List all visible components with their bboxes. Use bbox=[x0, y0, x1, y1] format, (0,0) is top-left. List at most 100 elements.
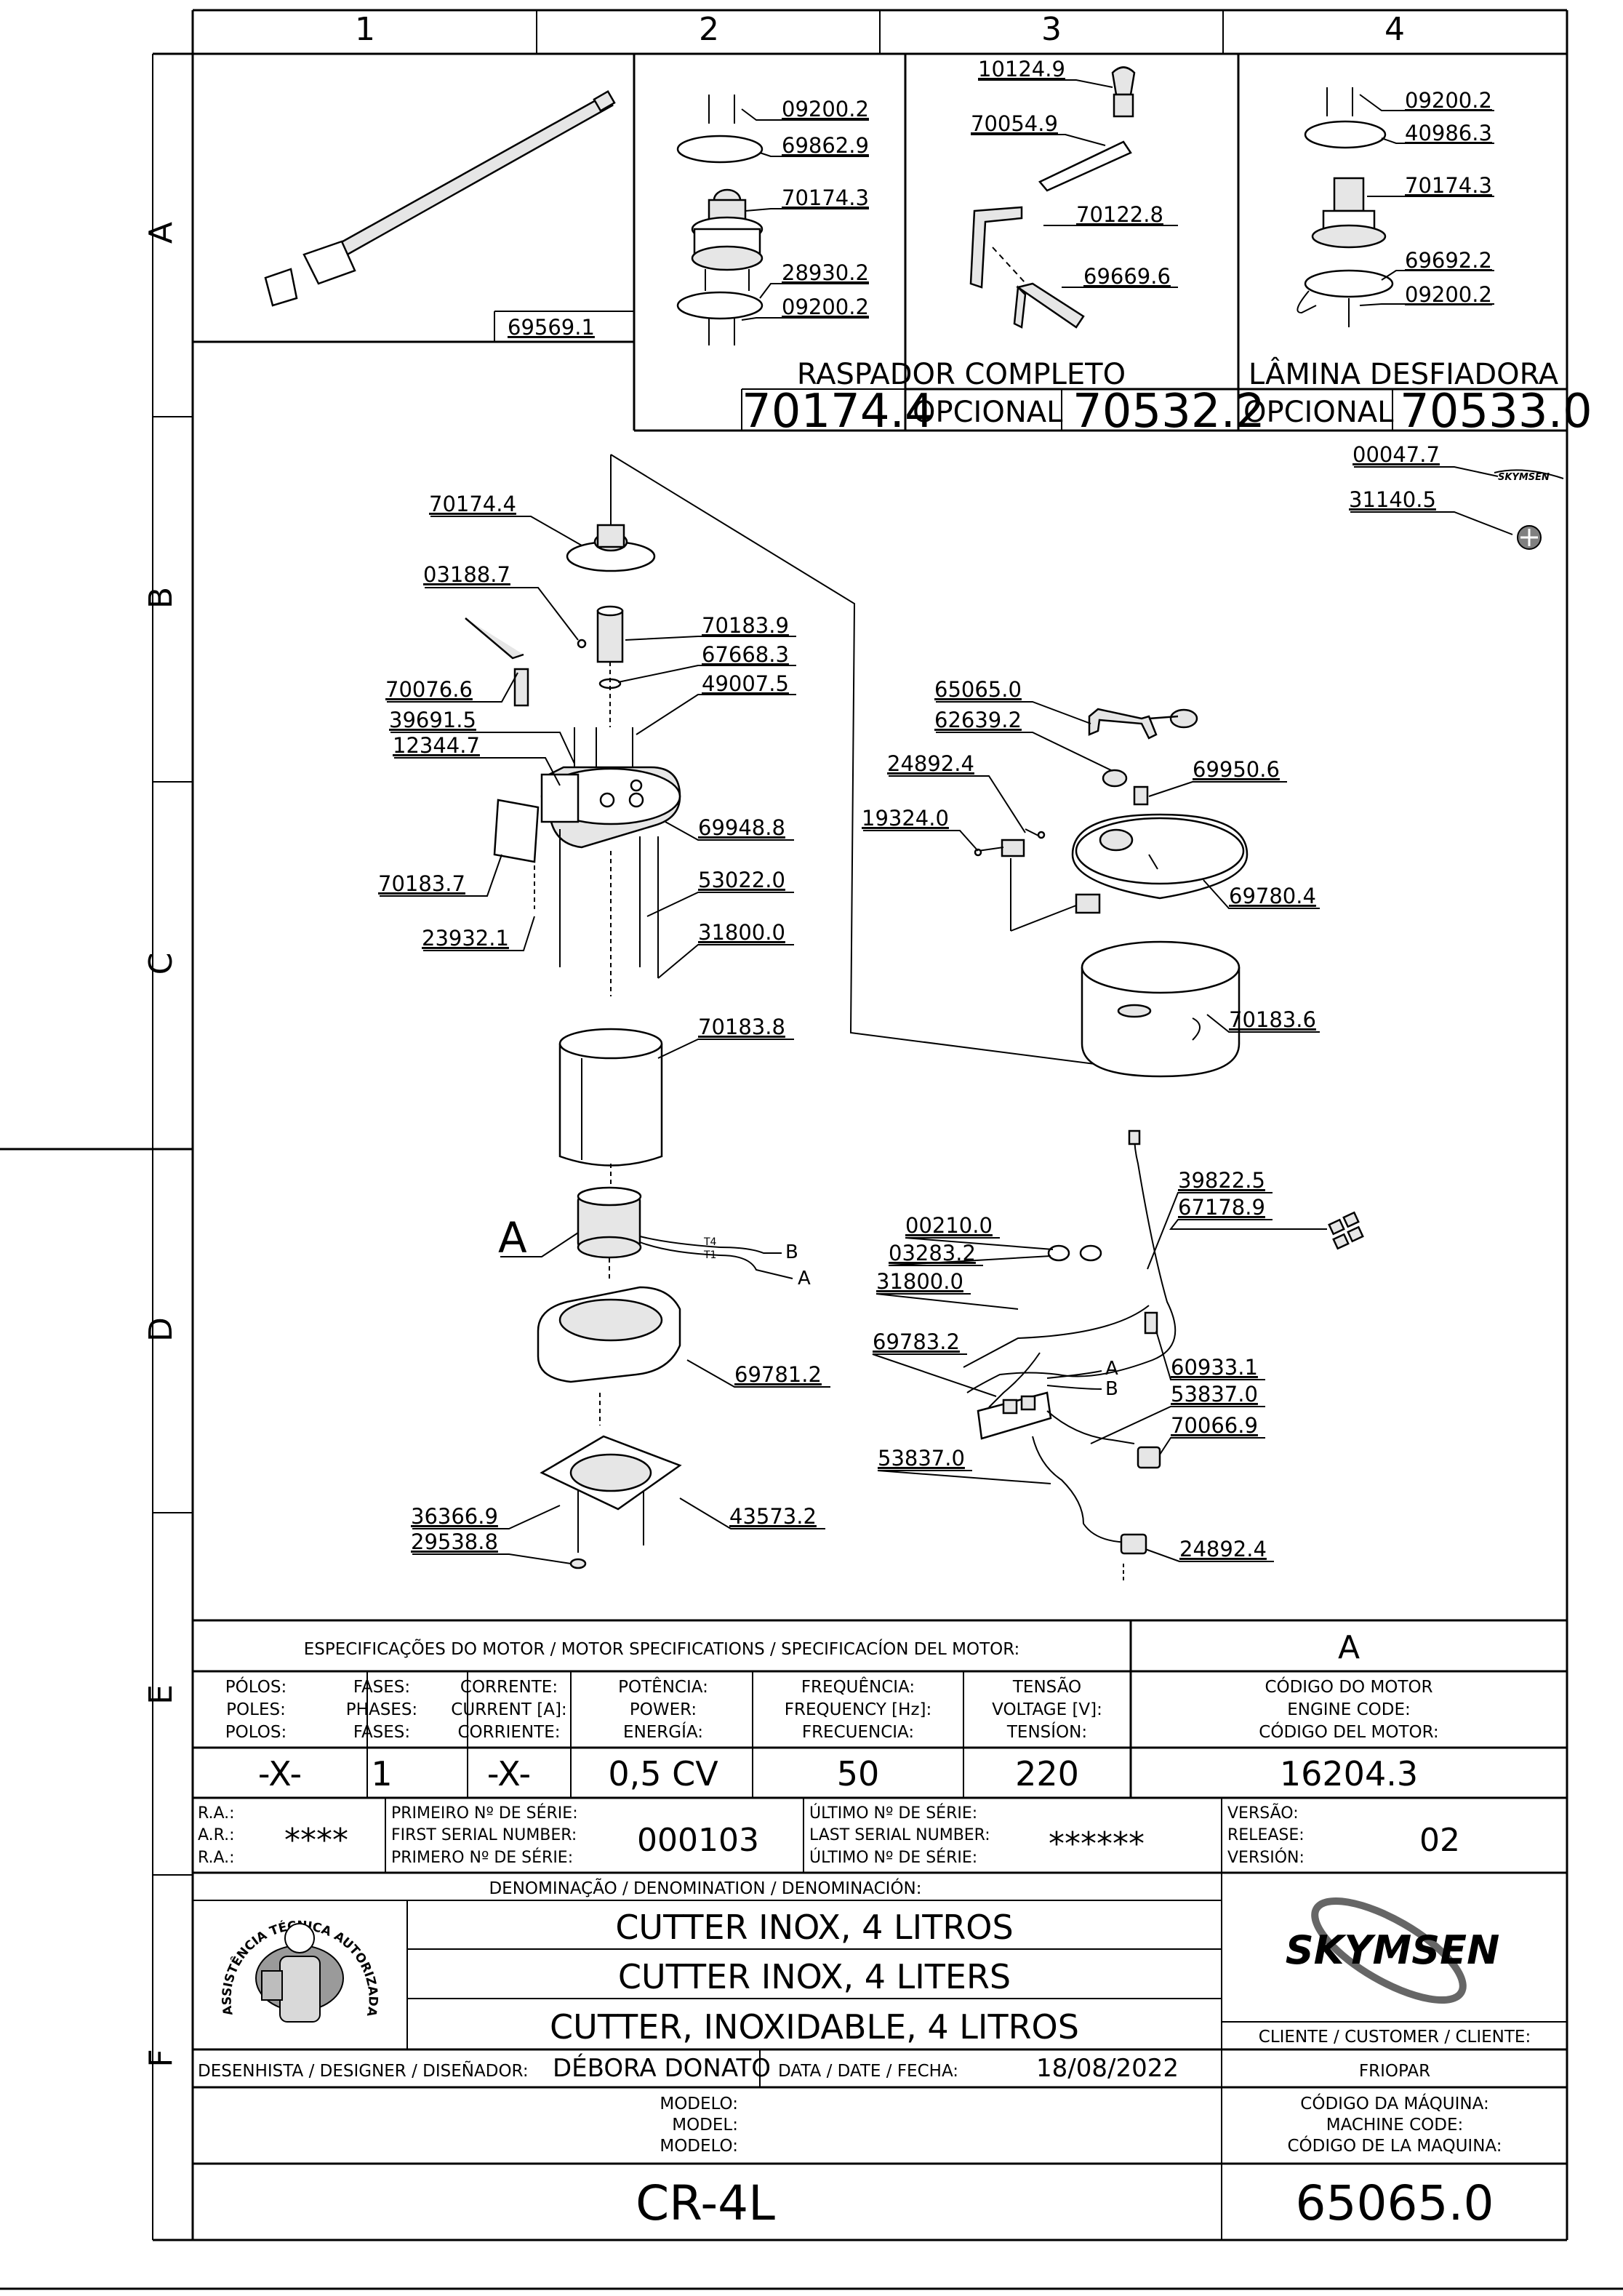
main-exploded-view bbox=[465, 524, 721, 1569]
row-label-f: F bbox=[143, 2049, 180, 2067]
motor-callout: A T4 T1 B A bbox=[498, 1213, 811, 1289]
plate-69948-8 bbox=[540, 766, 681, 849]
label-23932-1: 23932.1 bbox=[422, 926, 509, 951]
label-28930-2: 28930.2 bbox=[782, 260, 869, 285]
label-29538-8: 29538.8 bbox=[411, 1529, 498, 1554]
label-70076-6: 70076.6 bbox=[385, 677, 473, 702]
electrical-harness: A B bbox=[963, 1129, 1364, 1582]
label-19324-0: 19324.0 bbox=[862, 806, 949, 831]
ra-value: **** bbox=[284, 1822, 348, 1859]
label-70122-8: 70122.8 bbox=[1076, 202, 1163, 227]
label-69783-2: 69783.2 bbox=[873, 1329, 960, 1354]
label-70174-3-c4: 70174.3 bbox=[1405, 173, 1492, 198]
spec-h-current-2: CORRIENTE: bbox=[458, 1723, 561, 1742]
brand-logo-text: SKYMSEN bbox=[1286, 1927, 1500, 1973]
model-label-0: MODELO: bbox=[660, 2095, 738, 2113]
date-label: DATA / DATE / FECHA: bbox=[778, 2062, 958, 2081]
last-serial-label-2: ÚLTIMO Nº DE SÉRIE: bbox=[809, 1848, 977, 1867]
zone-a-col3-labels: 10124.9 70054.9 70122.8 69669.6 bbox=[971, 57, 1178, 289]
bowl-70183-6 bbox=[1081, 940, 1241, 1078]
spec-h-voltage-1: VOLTAGE [V]: bbox=[992, 1700, 1102, 1719]
label-09200-2-bottom: 09200.2 bbox=[782, 295, 869, 319]
spec-v-power: 0,5 CV bbox=[608, 1754, 718, 1793]
machine-code-labels: CÓDIGO DA MÁQUINA: MACHINE CODE: CÓDIGO … bbox=[1287, 2093, 1502, 2156]
row-label-e: E bbox=[143, 1684, 180, 1705]
raspador-title: RASPADOR COMPLETO bbox=[797, 358, 1126, 391]
last-serial-label-1: LAST SERIAL NUMBER: bbox=[809, 1826, 990, 1844]
row-label-c: C bbox=[143, 953, 180, 975]
label-40986-3: 40986.3 bbox=[1405, 121, 1492, 145]
col-label-3: 3 bbox=[1041, 11, 1062, 48]
label-10124-9: 10124.9 bbox=[978, 57, 1065, 81]
bowl-labels: 00047.7 31140.5 65065.0 62639.2 24892.4 … bbox=[862, 442, 1513, 1033]
spec-h-engine-2: CÓDIGO DEL MOTOR: bbox=[1259, 1721, 1438, 1742]
model-label-2: MODELO: bbox=[660, 2137, 738, 2156]
label-24892-4-top: 24892.4 bbox=[887, 751, 974, 776]
row-label-a: A bbox=[143, 222, 180, 244]
rod-assembly-69569-1 bbox=[264, 89, 616, 307]
first-serial-label-0: PRIMEIRO Nº DE SÉRIE: bbox=[391, 1804, 578, 1823]
plug bbox=[1120, 1533, 1147, 1555]
label-49007-5: 49007.5 bbox=[702, 671, 789, 696]
label-12344-7: 12344.7 bbox=[393, 733, 480, 758]
terminal-block-69783-2 bbox=[977, 1391, 1052, 1440]
grid-row-labels: A B C D E F bbox=[143, 222, 180, 2068]
spec-v-freq: 50 bbox=[837, 1754, 880, 1793]
serial-row: R.A.: A.R.: R.A.: **** PRIMEIRO Nº DE SÉ… bbox=[198, 1803, 1460, 1867]
label-69948-8: 69948.8 bbox=[698, 815, 785, 840]
desfiadora-code: 70533.0 bbox=[1400, 385, 1592, 439]
spec-h-current-1: CURRENT [A]: bbox=[451, 1700, 566, 1719]
scraper-70183-7 bbox=[493, 799, 540, 863]
label-00210-0: 00210.0 bbox=[905, 1213, 993, 1238]
label-60933-1: 60933.1 bbox=[1171, 1355, 1258, 1380]
label-24892-4-elec: 24892.4 bbox=[1179, 1537, 1267, 1561]
spec-h-current-0: CORRENTE: bbox=[460, 1678, 558, 1697]
spec-title: ESPECIFICAÇÕES DO MOTOR / MOTOR SPECIFIC… bbox=[304, 1638, 1020, 1659]
spec-h-phases-2: FASES: bbox=[353, 1723, 410, 1742]
spec-v-phases: 1 bbox=[371, 1754, 392, 1793]
label-70183-7: 70183.7 bbox=[378, 871, 465, 896]
first-serial-value: 000103 bbox=[637, 1822, 759, 1859]
blade-70174-4 bbox=[566, 524, 656, 572]
col-label-1: 1 bbox=[355, 11, 375, 48]
housing-69781-2 bbox=[537, 1286, 681, 1383]
tube-70183-8 bbox=[558, 1028, 663, 1167]
assembly-outline bbox=[610, 454, 1135, 1070]
spec-h-engine-1: ENGINE CODE: bbox=[1287, 1700, 1411, 1719]
screw-icon bbox=[1517, 525, 1542, 550]
ra-label-0: R.A.: bbox=[198, 1804, 235, 1823]
raspador-code: 70532.2 bbox=[1073, 385, 1265, 439]
plate-43573-2 bbox=[540, 1435, 682, 1569]
zone-a-col4-labels: 09200.2 40986.3 70174.3 69692.2 09200.2 bbox=[1359, 88, 1494, 307]
shredder-kit bbox=[1297, 87, 1394, 327]
label-39691-5: 39691.5 bbox=[389, 708, 476, 732]
motor-marker-a: A bbox=[498, 1213, 527, 1263]
label-00047-7: 00047.7 bbox=[1352, 442, 1440, 467]
spec-h-power-1: POWER: bbox=[630, 1700, 697, 1719]
denomination-pt: CUTTER INOX, 4 LITROS bbox=[615, 1908, 1013, 1947]
elec-mark-a: A bbox=[1105, 1358, 1118, 1380]
version-label-1: RELEASE: bbox=[1227, 1826, 1305, 1844]
machine-code-label-2: CÓDIGO DE LA MAQUINA: bbox=[1287, 2135, 1502, 2156]
label-31140-5: 31140.5 bbox=[1349, 487, 1436, 512]
machine-code-value: 65065.0 bbox=[1296, 2175, 1494, 2231]
version-label-0: VERSÃO: bbox=[1227, 1803, 1299, 1823]
kit-code-70174-4: 70174.4 bbox=[742, 385, 934, 439]
label-09200-2-top: 09200.2 bbox=[782, 97, 869, 121]
label-43573-2: 43573.2 bbox=[729, 1504, 817, 1529]
electrical-labels: 39822.5 67178.9 00210.0 03283.2 31800.0 … bbox=[872, 1168, 1327, 1562]
spec-motor-ref: A bbox=[1338, 1629, 1360, 1666]
label-69950-6: 69950.6 bbox=[1193, 757, 1280, 782]
label-31800-0: 31800.0 bbox=[698, 920, 785, 945]
spec-v-engine: 16204.3 bbox=[1280, 1754, 1418, 1793]
model-labels: MODELO: MODEL: MODELO: bbox=[660, 2095, 738, 2156]
label-53837-0-right: 53837.0 bbox=[1171, 1382, 1258, 1407]
machine-code-label-1: MACHINE CODE: bbox=[1326, 2116, 1464, 2135]
mini-logo: SKYMSEN bbox=[1494, 469, 1564, 483]
wire-mark-t4: T4 bbox=[703, 1236, 717, 1248]
blade-kit-70174-4 bbox=[676, 95, 764, 345]
spec-h-engine-0: CÓDIGO DO MOTOR bbox=[1265, 1676, 1432, 1697]
wire-mark-b: B bbox=[785, 1241, 798, 1263]
customer-value: FRIOPAR bbox=[1359, 2062, 1430, 2081]
designer-value: DÉBORA DONATO bbox=[553, 2053, 771, 2083]
